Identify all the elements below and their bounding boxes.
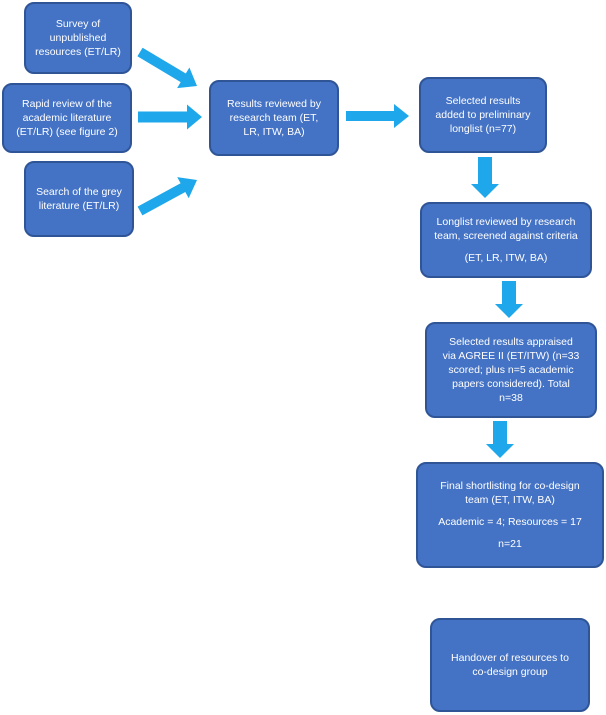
box-text: Academic = 4; Resources = 17 (438, 516, 582, 528)
box-text: via AGREE II (ET/ITW) (n=33 (442, 350, 580, 362)
box-appraised: Selected results appraised via AGREE II … (425, 322, 597, 418)
box-text: Final shortlisting for co-design (440, 480, 580, 492)
box-handover: Handover of resources to co-design group (430, 618, 590, 712)
box-text: (ET, LR, ITW, BA) (464, 252, 548, 264)
box-final-shortlist: Final shortlisting for co-design team (E… (416, 462, 604, 568)
box-text: Results reviewed by (227, 98, 321, 110)
box-text: papers considered). Total (452, 378, 570, 390)
box-grey-literature: Search of the grey literature (ET/LR) (24, 161, 134, 237)
box-text: team (ET, ITW, BA) (465, 494, 555, 506)
box-text: team, screened against criteria (434, 230, 578, 242)
box-text: n=21 (498, 538, 522, 550)
box-text: resources (ET/LR) (35, 46, 121, 58)
box-text: n=38 (499, 392, 523, 404)
arrow-appraised-to-final (486, 421, 514, 458)
arrow-grey-to-results (137, 177, 197, 216)
box-survey-unpublished: Survey of unpublished resources (ET/LR) (24, 2, 132, 74)
box-text: (ET/LR) (see figure 2) (16, 126, 118, 138)
box-text: academic literature (22, 112, 112, 124)
arrow-review-to-results (138, 104, 202, 130)
box-text: Handover of resources to (451, 652, 569, 664)
arrow-survey-to-results (137, 47, 197, 89)
box-selected-results: Selected results added to preliminary lo… (419, 77, 547, 153)
box-text: Longlist reviewed by research (436, 216, 576, 228)
box-text: Selected results (445, 95, 521, 107)
arrow-longlist-to-appraised (495, 281, 523, 318)
box-text: literature (ET/LR) (38, 200, 120, 212)
box-text: research team (ET, (229, 112, 319, 124)
box-text: unpublished (49, 32, 107, 44)
box-longlist-reviewed: Longlist reviewed by research team, scre… (420, 202, 592, 278)
box-text: Selected results appraised (449, 336, 573, 348)
box-text: Rapid review of the (22, 98, 112, 110)
box-text: added to preliminary (435, 109, 531, 121)
arrow-selected-to-longlist (471, 157, 499, 198)
box-text: LR, ITW, BA) (243, 126, 305, 138)
box-rapid-review: Rapid review of the academic literature … (2, 83, 132, 153)
box-results-reviewed: Results reviewed by research team (ET, L… (209, 80, 339, 156)
arrow-results-to-selected (346, 104, 409, 128)
box-text: co-design group (472, 666, 548, 678)
box-text: Search of the grey (36, 186, 122, 198)
box-text: scored; plus n=5 academic (448, 364, 574, 376)
box-text: Survey of (55, 18, 101, 30)
box-text: longlist (n=77) (449, 123, 517, 135)
